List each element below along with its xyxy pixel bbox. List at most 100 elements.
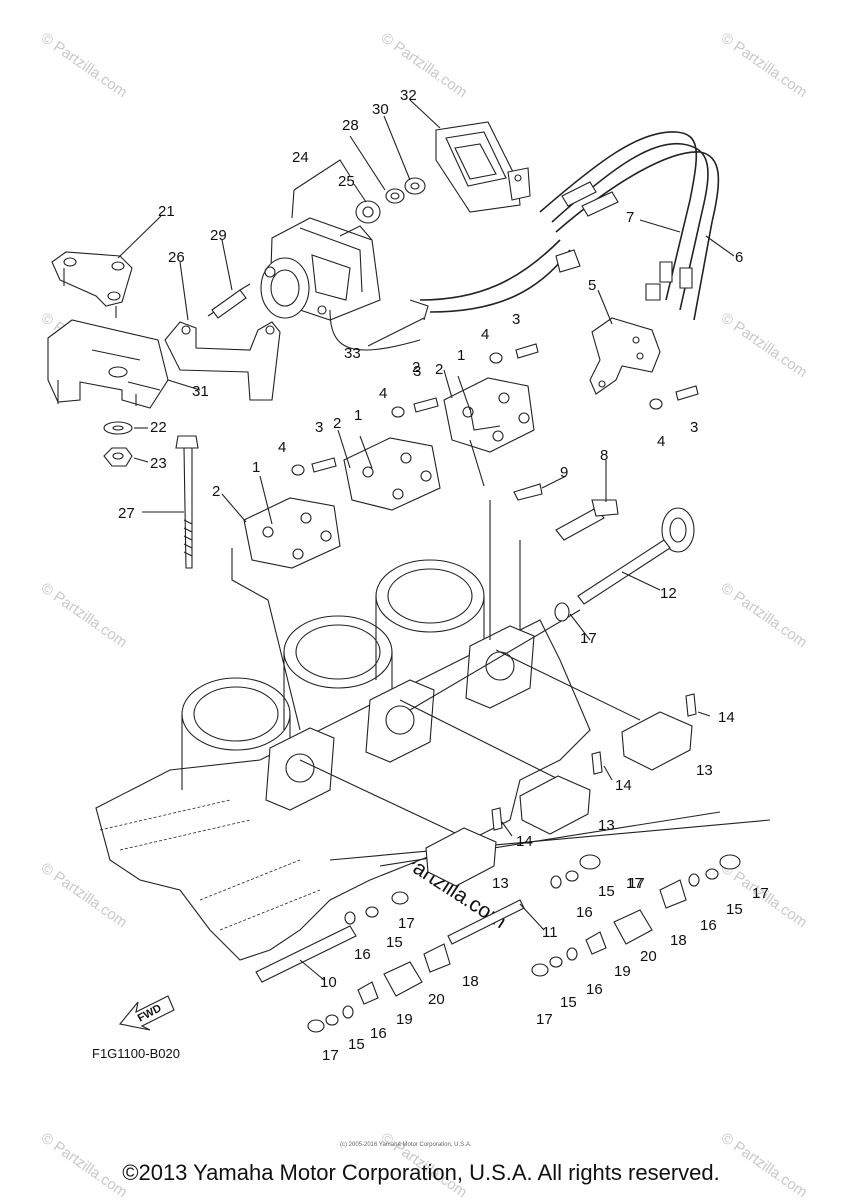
rings-drawing — [385, 177, 426, 204]
part-label: 17 — [322, 1047, 339, 1064]
part-label: 17 — [752, 885, 769, 902]
cylinder-block-drawing — [95, 559, 591, 961]
part-label: 27 — [118, 505, 135, 522]
part-label: 6 — [735, 249, 743, 266]
coil-cover-drawing — [435, 121, 531, 213]
part-label: 2 — [435, 361, 443, 378]
part-label: 13 — [696, 762, 713, 779]
part-label: 23 — [150, 455, 167, 472]
ignition-coil-drawing — [260, 217, 381, 321]
part-label: 1 — [252, 459, 260, 476]
part-label: 14 — [615, 777, 632, 794]
cover-row-3-drawing — [243, 497, 341, 569]
pulley-shaft-drawing — [577, 507, 695, 605]
stay-drawing — [589, 317, 661, 395]
part-label: 15 — [386, 934, 403, 951]
part-label: 28 — [342, 117, 359, 134]
washer-nut-drawing — [103, 421, 133, 467]
part-label: 18 — [670, 932, 687, 949]
part-label: 15 — [598, 883, 615, 900]
part-label: 5 — [588, 277, 596, 294]
bolts-washers-drawing — [291, 343, 699, 501]
part-label: 17 — [626, 875, 643, 892]
small-parts-drawing — [307, 602, 741, 1033]
spark-plug-drawing — [207, 283, 251, 319]
watermark-text: © Partzilla.com — [718, 29, 811, 101]
part-label: 8 — [600, 447, 608, 464]
part-label: 19 — [396, 1011, 413, 1028]
fwd-arrow-icon: FWD — [118, 995, 175, 1031]
part-label: 20 — [428, 991, 445, 1008]
cover-row-2-drawing — [343, 437, 441, 511]
part-label: 17 — [628, 875, 645, 892]
part-label: 13 — [598, 817, 615, 834]
part-label: 19 — [614, 963, 631, 980]
part-label: 13 — [492, 875, 509, 892]
part-label: 15 — [348, 1036, 365, 1053]
part-label: 14 — [516, 833, 533, 850]
part-label: 12 — [660, 585, 677, 602]
part-label: 17 — [398, 915, 415, 932]
tiny-credit-text: (c) 2005-2016 Yamaha Motor Corporation, … — [340, 1142, 472, 1148]
watermark-text: © Partzilla.com — [378, 29, 471, 101]
part-label: 16 — [370, 1025, 387, 1042]
part-label: 17 — [580, 630, 597, 647]
copyright-footer: ©2013 Yamaha Motor Corporation, U.S.A. A… — [122, 1160, 720, 1185]
long-bolt-drawing — [175, 435, 199, 569]
part-label: 16 — [700, 917, 717, 934]
part-label: 26 — [168, 249, 185, 266]
grommet-drawing — [355, 200, 381, 224]
part-label: 21 — [158, 203, 175, 220]
part-label: 18 — [462, 973, 479, 990]
part-label: 9 — [560, 464, 568, 481]
cover-row-1-drawing — [443, 377, 535, 453]
part-label: 11 — [542, 924, 558, 941]
part-label: 3 — [413, 363, 421, 380]
bracket-drawing — [164, 321, 281, 401]
part-labels: 1 1 1 2 2 2 2 3 3 3 3 4 4 4 4 5 6 7 8 9 … — [118, 87, 769, 1064]
watermark-text: © Partzilla.com — [38, 579, 131, 651]
part-label: 16 — [586, 981, 603, 998]
part-label: 32 — [400, 87, 417, 104]
part-label: 4 — [481, 326, 489, 343]
exploded-drawing: FWD — [47, 87, 771, 1148]
watermark-text: © Partzilla.com — [38, 29, 131, 101]
part-label: 14 — [718, 709, 735, 726]
sensor-drawing — [555, 499, 619, 541]
shafts-drawing — [255, 899, 525, 983]
part-label: 4 — [278, 439, 286, 456]
part-label: 25 — [338, 173, 355, 190]
part-label: 2 — [333, 415, 341, 432]
part-label: 7 — [626, 209, 634, 226]
plate-drawing — [51, 251, 133, 318]
part-label: 4 — [379, 385, 387, 402]
part-label: 15 — [560, 994, 577, 1011]
part-label: 24 — [292, 149, 309, 166]
part-label: 2 — [212, 483, 220, 500]
part-label: 31 — [192, 383, 209, 400]
leader-lines — [117, 99, 735, 981]
part-label: 3 — [315, 419, 323, 436]
part-label: 33 — [344, 345, 361, 362]
part-label: 16 — [576, 904, 593, 921]
part-label: 1 — [354, 407, 362, 424]
ignition-leads-drawing — [329, 131, 720, 351]
part-label: 17 — [536, 1011, 553, 1028]
part-label: 15 — [726, 901, 743, 918]
part-label: 30 — [372, 101, 389, 118]
housing-drawing — [47, 319, 169, 409]
diagram-code: F1G1100-B020 — [92, 1046, 180, 1061]
part-label: 20 — [640, 948, 657, 965]
part-label: 10 — [320, 974, 337, 991]
part-label: 3 — [690, 419, 698, 436]
watermark-text: © Partzilla.com — [38, 859, 131, 931]
watermark-text: © Partzilla.com — [718, 309, 811, 381]
watermark-text: © Partzilla.com — [718, 579, 811, 651]
part-label: 16 — [354, 946, 371, 963]
part-label: 29 — [210, 227, 227, 244]
part-label: 3 — [512, 311, 520, 328]
part-label: 22 — [150, 419, 167, 436]
part-label: 2 — [412, 359, 420, 376]
part-label: 1 — [457, 347, 465, 364]
